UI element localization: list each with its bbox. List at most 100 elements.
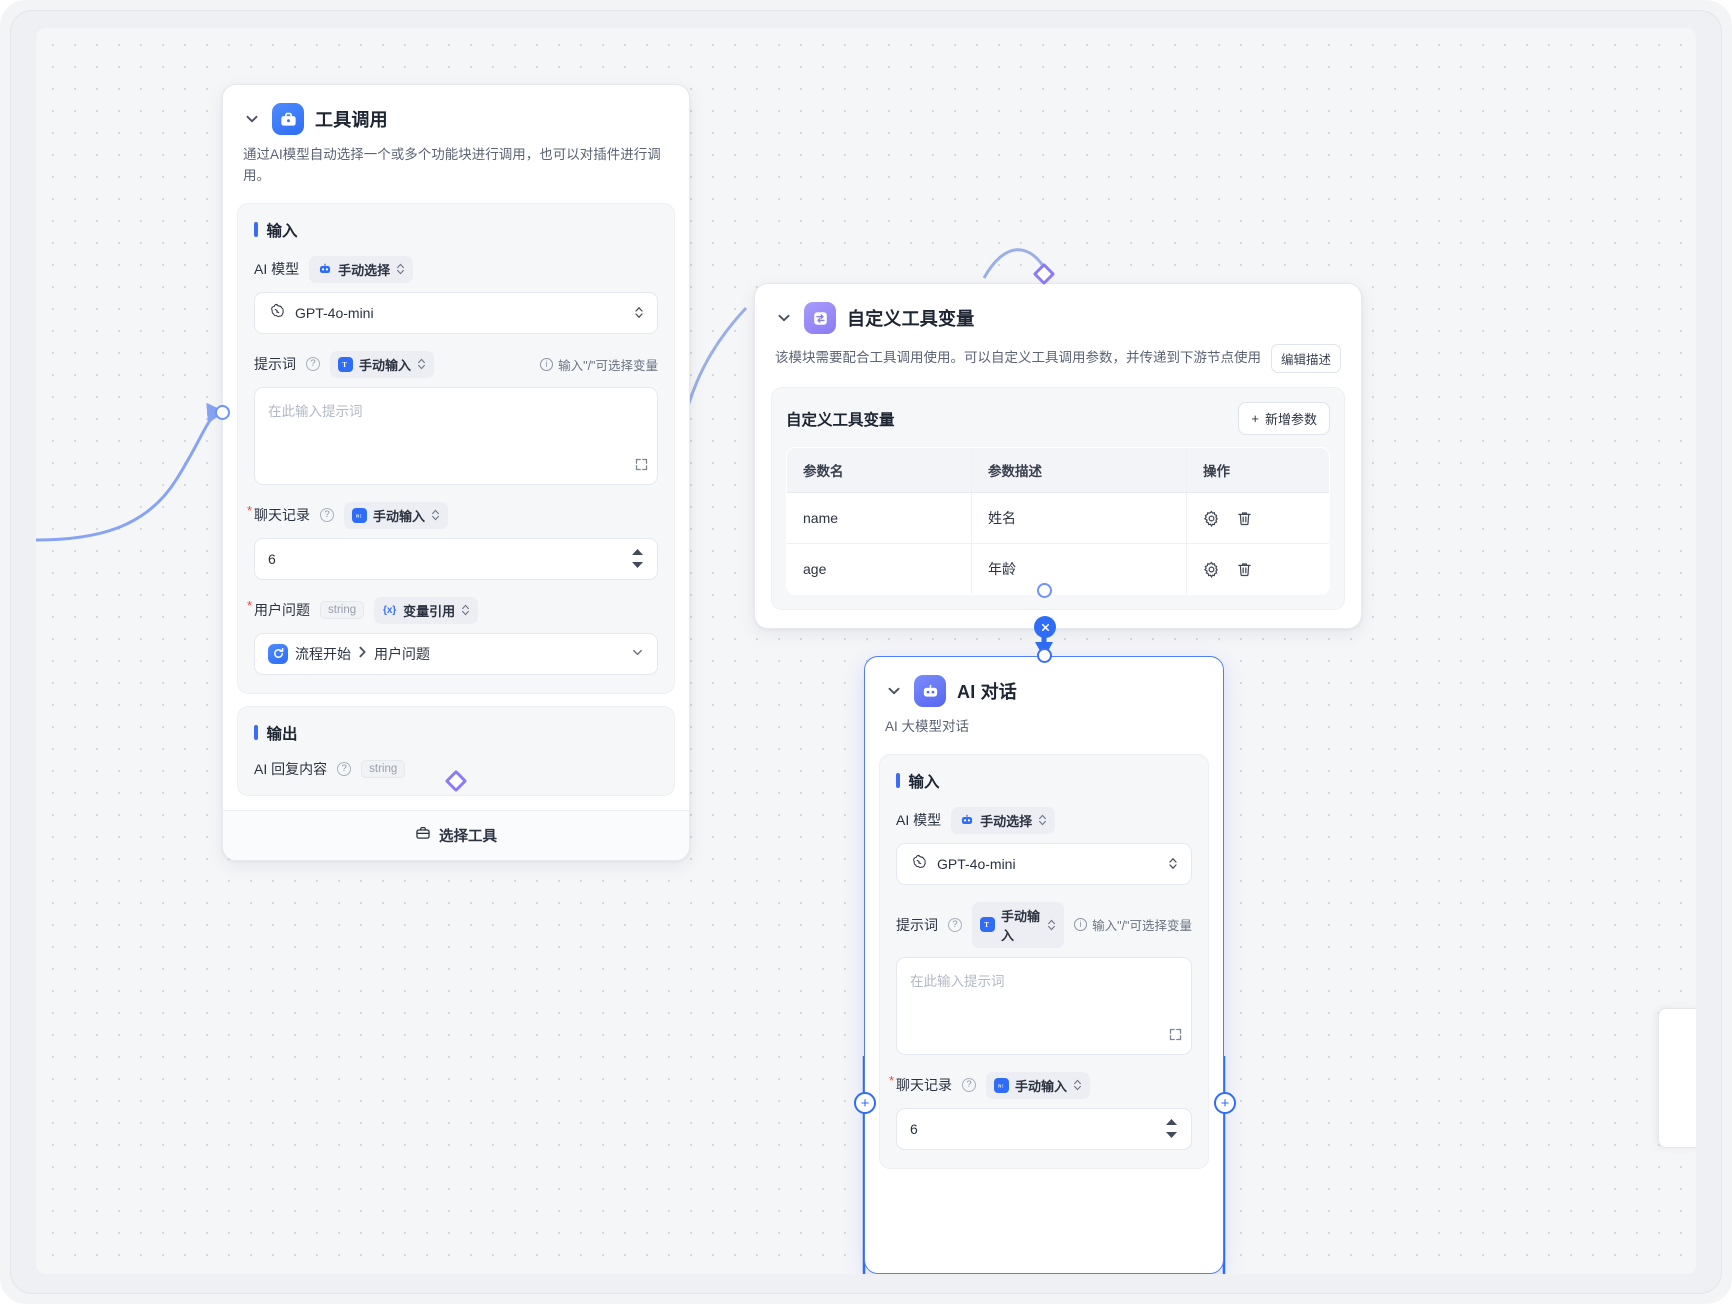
port-ai-chat-input[interactable] <box>1037 648 1052 663</box>
stepper-down-icon[interactable] <box>631 561 644 570</box>
prompt-mode-label: 手动输入 <box>359 357 412 373</box>
select-tool-button[interactable]: 选择工具 <box>223 809 689 860</box>
model-mode-label: 手动选择 <box>338 262 391 278</box>
help-icon[interactable]: ? <box>948 917 962 932</box>
ai-chat-input-section: 输入 AI 模型 <box>879 753 1209 1169</box>
model-mode-select[interactable]: 手动选择 <box>309 255 414 283</box>
section-accent-bar <box>254 222 258 238</box>
chevron-updown-icon <box>1038 813 1047 827</box>
collapse-chevron-icon[interactable] <box>243 110 261 128</box>
tool-variables-panel: 自定义工具变量 + 新增参数 参数名 参数描述 操作 <box>771 387 1345 610</box>
node-tool-call[interactable]: 工具调用 通过AI模型自动选择一个或多个功能块进行调用，也可以对插件进行调用。 … <box>222 84 690 861</box>
field-label: 提示词 <box>254 356 296 373</box>
chat-mode-select[interactable]: n: 手动输入 <box>986 1071 1091 1099</box>
node-ai-chat[interactable]: AI 对话 AI 大模型对话 输入 AI 模型 <box>864 656 1224 1274</box>
help-icon[interactable]: ? <box>306 357 320 372</box>
variable-icon: {x} <box>382 604 397 616</box>
prompt-placeholder: 在此输入提示词 <box>910 973 1005 989</box>
expand-icon[interactable] <box>635 458 648 476</box>
section-accent-bar <box>896 773 900 789</box>
port-tool-variables-output[interactable] <box>1037 583 1052 598</box>
gear-icon[interactable] <box>1203 561 1220 578</box>
svg-text:n:: n: <box>998 1084 1004 1090</box>
info-icon: i <box>1074 918 1088 932</box>
table-row[interactable]: name 姓名 <box>787 492 1329 544</box>
node-tool-variables[interactable]: 自定义工具变量 该模块需要配合工具调用使用。可以自定义工具调用参数，并传递到下游… <box>754 283 1362 629</box>
edit-description-button[interactable]: 编辑描述 <box>1270 344 1341 373</box>
chevron-updown-icon[interactable] <box>1168 856 1178 871</box>
node-description: 通过AI模型自动选择一个或多个功能块进行调用，也可以对插件进行调用。 <box>243 147 661 183</box>
field-ai-model: AI 模型 手动选择 <box>896 806 1192 885</box>
svg-text:n:: n: <box>356 514 362 520</box>
variable-reference-chip: 流程开始 用户问题 <box>268 643 622 664</box>
chevron-updown-icon <box>1047 918 1056 932</box>
node-tool-call-header: 工具调用 通过AI模型自动选择一个或多个功能块进行调用，也可以对插件进行调用。 <box>223 85 689 187</box>
gear-icon[interactable] <box>1203 510 1220 527</box>
flow-start-icon <box>268 643 288 664</box>
question-mode-label: 变量引用 <box>403 603 456 619</box>
chat-record-value: 6 <box>910 1120 918 1137</box>
prompt-mode-select[interactable]: T 手动输入 <box>972 901 1065 948</box>
section-label: 输入 <box>266 222 298 240</box>
stepper-down-icon[interactable] <box>1165 1131 1178 1140</box>
cell-param-desc: 姓名 <box>971 492 1187 544</box>
cell-param-name: name <box>787 492 972 544</box>
text-input-icon: T <box>980 917 995 933</box>
chat-mode-select[interactable]: n: 手动输入 <box>344 501 449 529</box>
model-select[interactable]: GPT-4o-mini <box>254 291 658 334</box>
cell-actions <box>1187 544 1330 595</box>
port-tool-call-input[interactable] <box>215 405 230 420</box>
field-label: 聊天记录 <box>247 503 310 525</box>
workflow-canvas[interactable]: 工具调用 通过AI模型自动选择一个或多个功能块进行调用，也可以对插件进行调用。 … <box>36 28 1696 1274</box>
table-row[interactable]: age 年龄 <box>787 543 1330 595</box>
column-header-desc: 参数描述 <box>971 448 1187 493</box>
node-title: 自定义工具变量 <box>847 309 975 329</box>
stepper-up-icon[interactable] <box>631 548 644 557</box>
help-icon[interactable]: ? <box>337 761 352 776</box>
help-icon[interactable]: ? <box>962 1078 976 1093</box>
model-value: GPT-4o-mini <box>295 304 374 321</box>
prompt-hint: i 输入"/"可选择变量 <box>1074 915 1192 934</box>
number-stepper[interactable] <box>1165 1118 1178 1140</box>
node-tool-variables-header: 自定义工具变量 该模块需要配合工具调用使用。可以自定义工具调用参数，并传递到下游… <box>755 284 1361 373</box>
trash-icon[interactable] <box>1236 561 1253 578</box>
chevron-down-icon[interactable] <box>631 646 644 662</box>
chat-mode-label: 手动输入 <box>1015 1078 1068 1094</box>
chat-record-number-input[interactable]: 6 <box>254 537 658 580</box>
prompt-mode-select[interactable]: T 手动输入 <box>330 350 435 378</box>
table-header-row: 参数名 参数描述 操作 <box>787 448 1329 493</box>
prompt-textarea[interactable]: 在此输入提示词 <box>896 956 1192 1055</box>
trash-icon[interactable] <box>1236 510 1253 527</box>
node-title: AI 对话 <box>957 682 1018 702</box>
model-mode-label: 手动选择 <box>980 813 1033 829</box>
add-node-left-button[interactable]: + <box>854 1092 876 1114</box>
column-header-name: 参数名 <box>787 448 972 493</box>
select-tool-label: 选择工具 <box>439 828 497 845</box>
prompt-textarea[interactable]: 在此输入提示词 <box>254 386 658 485</box>
chat-record-number-input[interactable]: 6 <box>896 1107 1192 1150</box>
stepper-up-icon[interactable] <box>1165 1118 1178 1127</box>
chevron-updown-icon[interactable] <box>634 305 644 320</box>
right-panel-peek[interactable] <box>1658 1008 1696 1148</box>
collapse-chevron-icon[interactable] <box>885 682 903 700</box>
model-select[interactable]: GPT-4o-mini <box>896 842 1192 885</box>
prompt-hint: i 输入"/"可选择变量 <box>540 355 658 374</box>
section-label: 输入 <box>908 773 940 791</box>
output-type-badge: string <box>361 759 406 778</box>
cell-param-desc: 年龄 <box>971 543 1187 594</box>
add-node-right-button[interactable]: + <box>1214 1092 1236 1114</box>
question-mode-select[interactable]: {x} 变量引用 <box>374 596 479 624</box>
question-variable-select[interactable]: 流程开始 用户问题 <box>254 632 658 675</box>
help-icon[interactable]: ? <box>320 508 334 523</box>
collapse-chevron-icon[interactable] <box>775 309 793 327</box>
edge-delete-button[interactable] <box>1034 616 1056 638</box>
field-label: AI 模型 <box>254 261 300 278</box>
add-parameter-button[interactable]: + 新增参数 <box>1238 402 1330 435</box>
variables-table: 参数名 参数描述 操作 name 姓名 <box>786 447 1330 595</box>
expand-icon[interactable] <box>1169 1028 1182 1046</box>
field-label: 用户问题 <box>247 598 310 620</box>
cell-actions <box>1186 492 1329 544</box>
number-stepper[interactable] <box>631 548 644 570</box>
model-mode-select[interactable]: 手动选择 <box>951 806 1056 834</box>
briefcase-icon <box>415 825 431 845</box>
